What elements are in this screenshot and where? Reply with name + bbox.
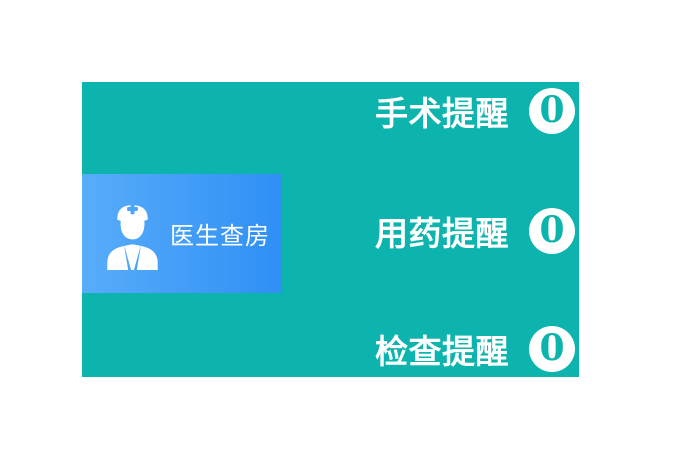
doctor-rounds-card[interactable]: 医生查房 <box>82 174 282 293</box>
surgery-reminder-label: 手术提醒 <box>375 94 509 133</box>
medication-reminder-badge: 0 <box>529 208 575 254</box>
medication-reminder-label: 用药提醒 <box>375 214 509 253</box>
examination-reminder-label: 检查提醒 <box>375 332 509 371</box>
doctor-rounds-label: 医生查房 <box>170 222 270 250</box>
reminder-row-surgery[interactable]: 手术提醒 0 <box>82 87 579 135</box>
examination-reminder-count: 0 <box>539 327 565 369</box>
doctor-icon <box>105 198 160 270</box>
ward-reminder-panel: 医生查房 手术提醒 0 用药提醒 0 检查提醒 0 <box>82 82 579 377</box>
reminder-row-medication[interactable]: 用药提醒 0 <box>82 207 579 255</box>
reminder-row-examination[interactable]: 检查提醒 0 <box>82 325 579 373</box>
examination-reminder-badge: 0 <box>529 326 575 372</box>
surgery-reminder-badge: 0 <box>529 88 575 134</box>
medication-reminder-count: 0 <box>539 209 565 251</box>
surgery-reminder-count: 0 <box>539 89 565 131</box>
